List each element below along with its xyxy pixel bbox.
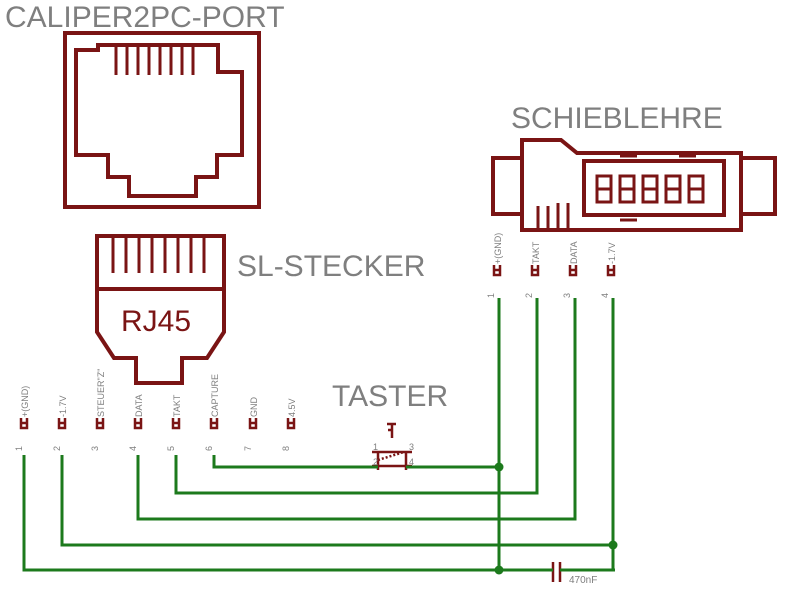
right-header-pin-1: +(GND) 1 [486, 233, 503, 298]
left-header-pin-3: STEUER"Z" 3 [90, 369, 106, 451]
switch-pin-2: 2 [373, 457, 378, 467]
pin-number: 7 [243, 446, 253, 451]
junction-dot [494, 565, 504, 575]
pin-name: DATA [134, 394, 144, 417]
switch-pin-3: 3 [409, 442, 414, 452]
pin-number: 4 [600, 293, 610, 298]
pin-name: TAKT [172, 394, 182, 417]
pin-number: 8 [281, 446, 291, 451]
rj45-port-symbol [63, 31, 261, 209]
pin-number: 3 [90, 446, 100, 451]
pin-name: CAPTURE [210, 374, 220, 417]
pin-name: STEUER"Z" [96, 369, 106, 417]
left-header-pin-7: GND 7 [243, 397, 259, 452]
switch-pin-1: 1 [373, 442, 378, 452]
pin-number: 6 [204, 446, 214, 451]
rj45-plug-symbol: RJ45 [95, 234, 226, 385]
junction-dot [494, 462, 504, 472]
wires [22, 298, 618, 575]
caliper-symbol [491, 138, 777, 232]
pin-name: GND [249, 397, 259, 418]
pin-number: 2 [524, 293, 534, 298]
left-header-pin-6: CAPTURE 6 [204, 374, 220, 451]
button-title: TASTER [332, 380, 448, 413]
pin-name: -1.7V [607, 242, 617, 264]
caliper-display [595, 174, 705, 204]
rj45-label: RJ45 [121, 305, 191, 338]
switch-pin-4: 4 [409, 457, 414, 467]
plug-title: SL-STECKER [237, 250, 425, 283]
pin-name: TAKT [531, 241, 541, 264]
pin-number: 1 [486, 293, 496, 298]
pin-number: 5 [166, 446, 176, 451]
left-header-pin-8: 4.5V 8 [281, 398, 297, 451]
right-header-pin-2: TAKT 2 [524, 241, 541, 298]
left-header-pin-5: TAKT 5 [166, 394, 182, 451]
pin-name: +(GND) [20, 386, 30, 417]
left-header-pin-4: DATA 4 [128, 394, 144, 451]
capacitor-symbol: 470nF [551, 562, 597, 586]
pin-name: DATA [569, 241, 579, 264]
pin-number: 2 [52, 446, 62, 451]
pin-number: 1 [14, 446, 24, 451]
port-title: CALIPER2PC-PORT [5, 1, 285, 34]
caliper-title: SCHIEBLEHRE [511, 102, 723, 135]
right-header-pin-3: DATA 3 [562, 241, 579, 298]
pin-name: 4.5V [287, 398, 297, 417]
left-header-pin-2: -1.7V 2 [52, 395, 68, 451]
push-button-symbol: 1 2 3 4 [372, 422, 414, 470]
left-header-pin-1: +(GND) 1 [14, 386, 30, 451]
junction-dot [608, 540, 618, 550]
pin-name: -1.7V [58, 395, 68, 417]
pin-number: 3 [562, 293, 572, 298]
capacitor-value: 470nF [569, 575, 597, 586]
pin-number: 4 [128, 446, 138, 451]
pin-name: +(GND) [493, 233, 503, 264]
right-header-pin-4: -1.7V 4 [600, 242, 617, 298]
